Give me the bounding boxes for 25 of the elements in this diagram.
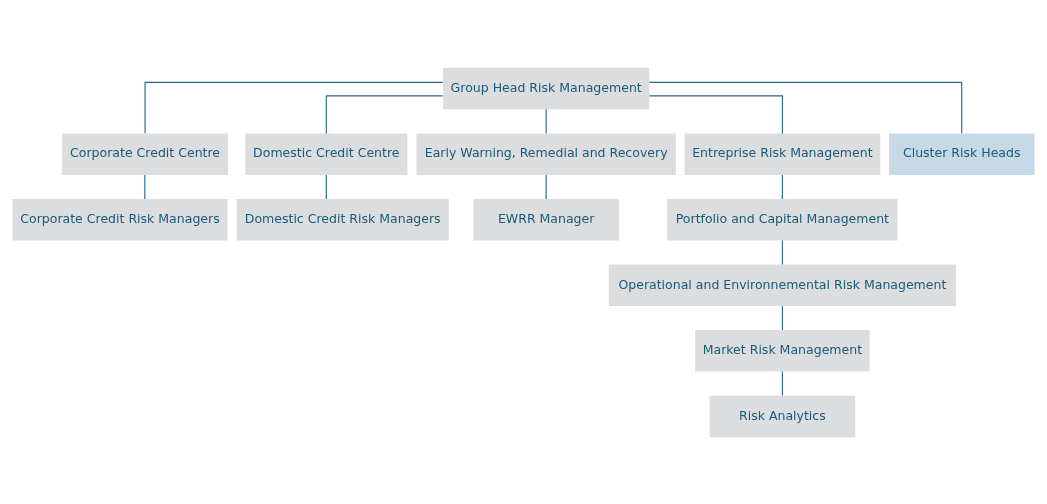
node-box: Early Warning, Remedial and Recovery: [416, 132, 676, 175]
node-box: Market Risk Management: [695, 329, 870, 372]
node-box: Domestic Credit Centre: [245, 132, 408, 175]
node-box: Group Head Risk Management: [443, 67, 650, 109]
node-box: Operational and Environnemental Risk Management: [608, 264, 956, 306]
node-box: Corporate Credit Centre: [62, 132, 228, 175]
node-box: Risk Analytics: [709, 395, 856, 437]
connector: [325, 94, 444, 134]
connector: [144, 173, 146, 199]
connector: [325, 173, 327, 199]
node-box: EWRR Manager: [473, 198, 619, 240]
connector: [144, 81, 444, 134]
connector: [545, 108, 547, 134]
connector: [781, 304, 783, 331]
node-box: Portfolio and Capital Management: [667, 198, 898, 240]
connector: [781, 370, 783, 396]
connector: [781, 173, 783, 199]
node-box: Cluster Risk Heads: [888, 132, 1035, 175]
node-box: Domestic Credit Risk Managers: [236, 198, 449, 240]
connector: [648, 94, 783, 134]
node-box: Entreprise Risk Management: [684, 132, 881, 175]
connector: [781, 239, 783, 265]
connector: [545, 173, 547, 199]
node-box: Corporate Credit Risk Managers: [12, 198, 228, 240]
connector: [648, 81, 963, 134]
